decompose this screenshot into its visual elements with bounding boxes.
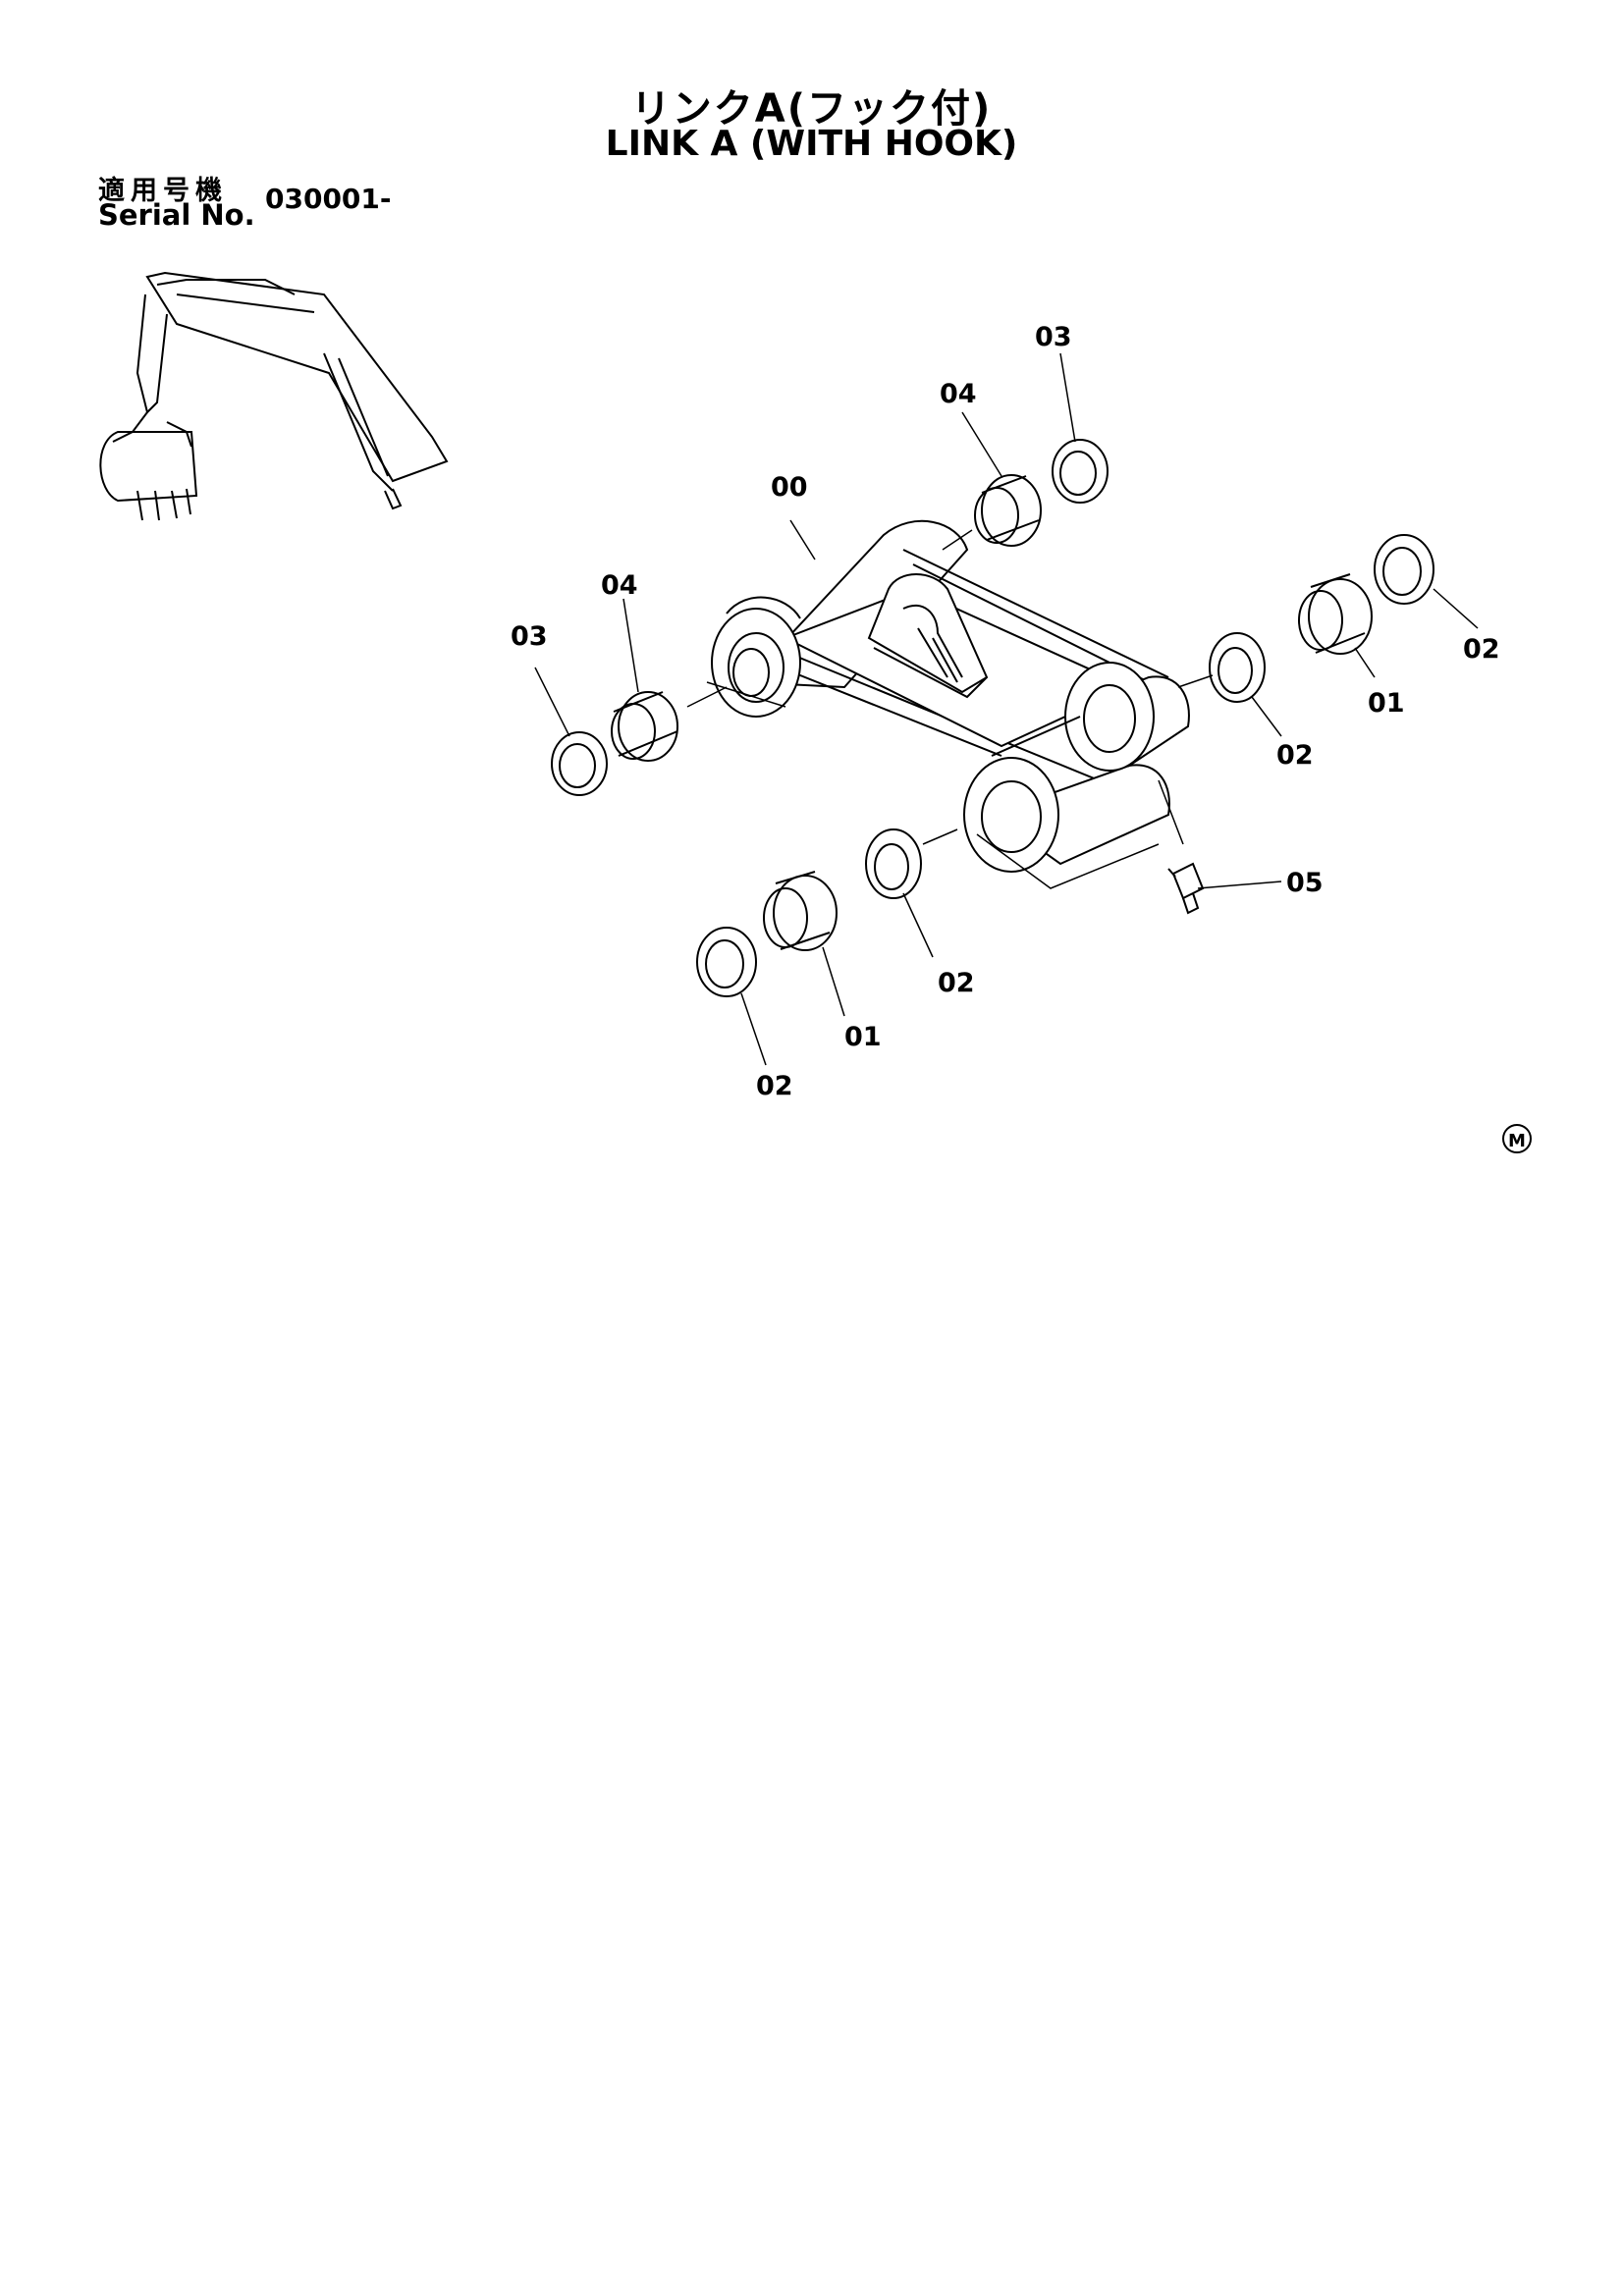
callout-01-left: 01 bbox=[844, 1022, 882, 1052]
callout-04-top: 04 bbox=[940, 379, 977, 409]
callout-00: 00 bbox=[771, 472, 808, 503]
callout-02-right: 02 bbox=[1463, 634, 1500, 665]
callout-01-right: 01 bbox=[1368, 688, 1405, 719]
seal-ring-icon bbox=[696, 927, 757, 997]
page-title-english: LINK A (WITH HOOK) bbox=[605, 124, 1018, 164]
m-mark: M bbox=[1502, 1124, 1532, 1153]
serial-number-value: 030001- bbox=[265, 183, 392, 215]
callout-05: 05 bbox=[1286, 868, 1324, 898]
seal-ring-icon bbox=[1052, 439, 1109, 504]
link-a-assembly-icon bbox=[706, 519, 1190, 889]
seal-ring-icon bbox=[1374, 534, 1434, 605]
callout-04-left: 04 bbox=[601, 570, 638, 601]
excavator-arm-icon bbox=[99, 271, 449, 521]
grease-nipple-icon bbox=[1167, 862, 1205, 915]
bushing-icon bbox=[1298, 573, 1373, 655]
bushing-icon bbox=[611, 686, 728, 762]
callout-02-right-low: 02 bbox=[1276, 740, 1314, 771]
seal-ring-icon bbox=[865, 828, 958, 899]
bushing-icon bbox=[763, 871, 838, 951]
page-title-japanese: リンクA(フック付) bbox=[630, 86, 993, 132]
serial-label-english: Serial No. bbox=[98, 198, 255, 232]
bushing-icon bbox=[942, 474, 1042, 551]
callout-03-top: 03 bbox=[1035, 322, 1072, 352]
serial-label-japanese: 適用号機 bbox=[98, 176, 228, 206]
callout-03-left: 03 bbox=[511, 621, 548, 652]
seal-ring-icon bbox=[1177, 632, 1266, 703]
callout-02-mid: 02 bbox=[938, 968, 975, 998]
m-mark-letter: M bbox=[1508, 1131, 1526, 1151]
leader-lines bbox=[534, 352, 1479, 1066]
callout-02-bottom: 02 bbox=[756, 1071, 793, 1101]
seal-ring-icon bbox=[551, 731, 608, 796]
